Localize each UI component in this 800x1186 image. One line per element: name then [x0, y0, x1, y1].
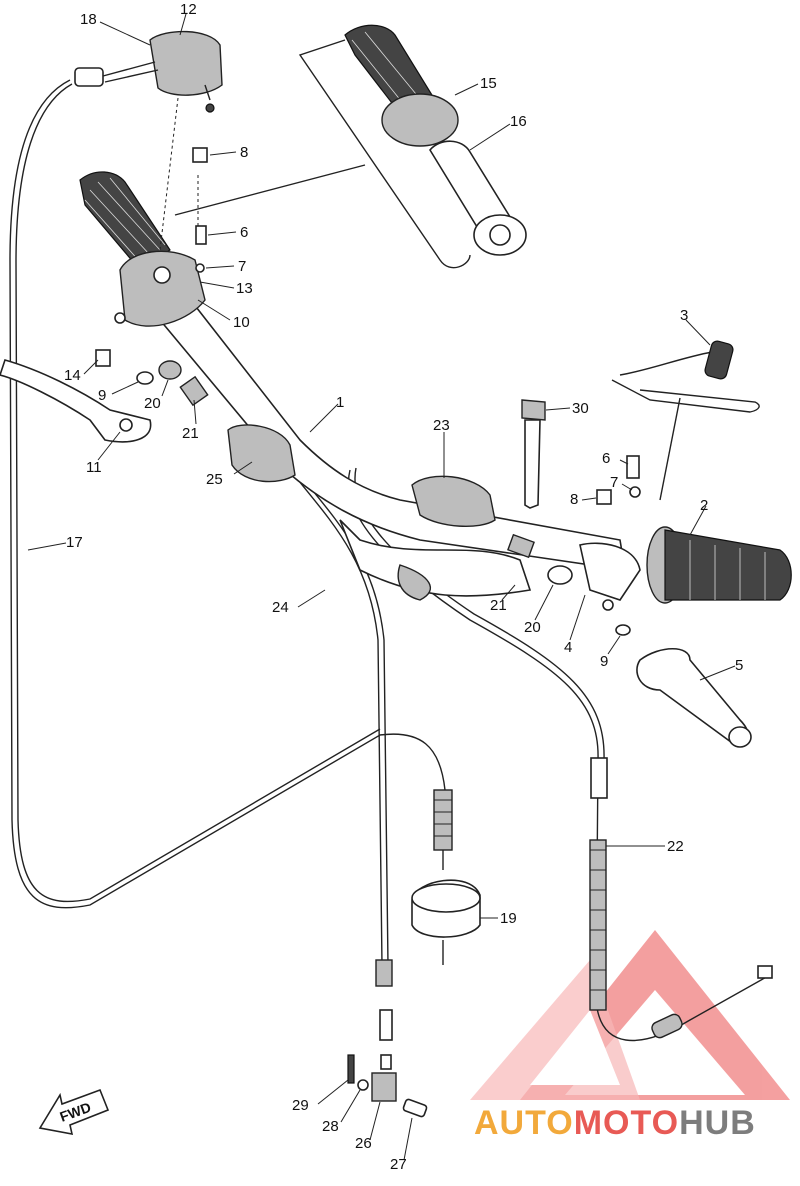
callout-13: 13 [236, 280, 253, 297]
clamp-23 [411, 475, 496, 528]
watermark-part-moto: MOTO [573, 1104, 680, 1142]
washer-7-left [195, 263, 205, 273]
callout-15: 15 [480, 75, 497, 92]
callout-21-right: 21 [490, 597, 507, 614]
callout-6-right: 6 [602, 450, 610, 467]
right-grip-15 [344, 24, 459, 147]
callout-27: 27 [390, 1156, 407, 1173]
callout-8-right: 8 [570, 491, 578, 508]
callout-29: 29 [292, 1097, 309, 1114]
callout-7-right: 7 [610, 474, 618, 491]
callout-24: 24 [272, 599, 289, 616]
callouts: 18 12 15 16 8 6 7 13 10 14 9 20 21 11 25… [64, 1, 743, 1173]
callout-7-left: 7 [238, 258, 246, 275]
left-switch-housing-10 [119, 250, 206, 327]
bolt-6-left [195, 225, 207, 245]
bolt-6-right [626, 455, 640, 479]
callout-18: 18 [80, 11, 97, 28]
watermark-part-hub: HUB [679, 1104, 756, 1142]
callout-20-right: 20 [524, 619, 541, 636]
junction-26 [371, 1072, 397, 1102]
right-grip-2 [646, 526, 792, 604]
washer-7-right [629, 486, 641, 498]
callout-5: 5 [735, 657, 743, 674]
callout-2: 2 [700, 497, 708, 514]
callout-30: 30 [572, 400, 589, 417]
cable-strap-30 [521, 399, 546, 509]
adjuster-21-left [179, 375, 209, 407]
handlebar-1 [149, 279, 626, 571]
callout-12: 12 [180, 1, 197, 18]
callout-26: 26 [355, 1135, 372, 1152]
washer-28 [357, 1079, 369, 1091]
cable-adjuster-18 [74, 67, 104, 87]
callout-28: 28 [322, 1118, 339, 1135]
bolt-8-right [596, 489, 612, 505]
bushing-20-left [158, 360, 182, 380]
cable-end-fitting [375, 959, 393, 987]
brake-cable-22 [347, 469, 771, 1042]
callout-19: 19 [500, 910, 517, 927]
clutch-lever-11 [0, 359, 152, 443]
throttle-cable-17 [9, 79, 446, 909]
callout-1: 1 [336, 394, 344, 411]
callout-6-left: 6 [240, 224, 248, 241]
pin-29 [347, 1054, 355, 1084]
callout-14: 14 [64, 367, 81, 384]
adjuster-21-right [507, 533, 535, 559]
bolt-27 [402, 1098, 428, 1118]
callout-17: 17 [66, 534, 83, 551]
bolt-14 [95, 349, 111, 367]
watermark-logo-icon [470, 930, 790, 1100]
callout-23: 23 [433, 417, 450, 434]
watermark-text: AUTOMOTOHUB [474, 1104, 800, 1144]
fwd-arrow-icon: FWD [38, 1088, 110, 1136]
clutch-cable-24 [289, 469, 383, 966]
callout-22: 22 [667, 838, 684, 855]
callout-9-left: 9 [98, 387, 106, 404]
bolt-8-left [192, 147, 208, 163]
left-grip [79, 171, 171, 271]
leader-lines [27, 13, 736, 1161]
inset-frame [298, 39, 471, 269]
spring-sleeve-19 [433, 789, 453, 851]
callout-3: 3 [680, 307, 688, 324]
callout-4: 4 [564, 639, 572, 656]
callout-16: 16 [510, 113, 527, 130]
throttle-housing-12 [149, 30, 223, 96]
callout-11: 11 [86, 459, 102, 476]
bushing-20-right [547, 565, 573, 585]
callout-21-left: 21 [182, 425, 199, 442]
kill-switch-3 [611, 340, 760, 501]
lever-bracket-4 [579, 542, 641, 601]
callout-9-right: 9 [600, 653, 608, 670]
callout-25: 25 [206, 471, 223, 488]
callout-20-left: 20 [144, 395, 161, 412]
cable-22-spring-sleeve [589, 839, 607, 1011]
callout-8-left: 8 [240, 144, 248, 161]
watermark-part-auto: AUTO [474, 1104, 574, 1142]
washer-9-left [136, 371, 154, 385]
callout-10: 10 [233, 314, 250, 331]
washer-9-right [615, 624, 631, 636]
